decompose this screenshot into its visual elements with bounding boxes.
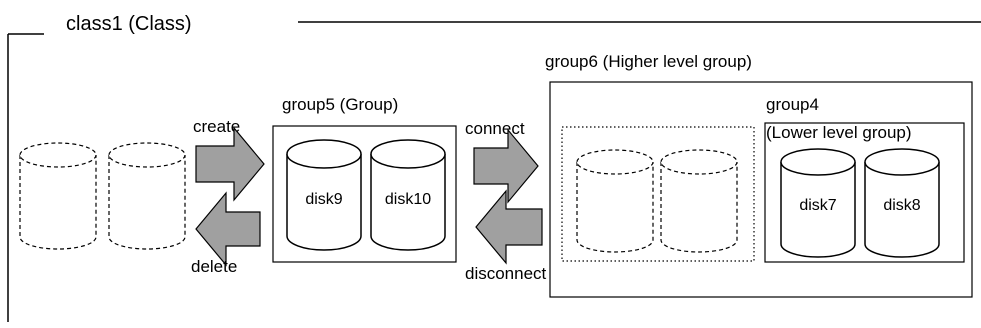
- disconnect-label: disconnect: [465, 264, 547, 283]
- connect-arrow-icon: [473, 128, 539, 204]
- empty-disk-connected-1: [576, 149, 654, 253]
- disk7-label: disk7: [799, 197, 836, 214]
- disconnect-arrow-icon: [475, 189, 543, 265]
- create-arrow-icon: [195, 126, 265, 202]
- empty-disk-connected-2: [660, 149, 738, 253]
- disk10-label: disk10: [385, 191, 431, 208]
- group5-label: group5 (Group): [282, 95, 398, 114]
- create-label: create: [193, 117, 240, 136]
- empty-disk-left-2: [108, 142, 186, 250]
- delete-arrow-icon: [195, 191, 261, 267]
- connected-group-outline: [561, 126, 755, 262]
- group5-box: [272, 125, 457, 263]
- higher-group-label: group6 (Higher level group): [545, 52, 752, 71]
- delete-label: delete: [191, 257, 237, 276]
- disk7-cylinder: [780, 148, 856, 258]
- lower-group-desc: (Lower level group): [766, 123, 912, 142]
- lower-group-name: group4: [766, 95, 819, 114]
- higher-group-box: [549, 81, 973, 298]
- disk10-cylinder: [370, 139, 446, 251]
- lower-group-box: [764, 122, 965, 263]
- class-label: class1 (Class): [66, 13, 192, 35]
- disk8-cylinder: [864, 148, 940, 258]
- disk8-label: disk8: [883, 197, 920, 214]
- disk9-cylinder: [286, 139, 362, 251]
- connect-label: connect: [465, 119, 525, 138]
- disk9-label: disk9: [305, 191, 342, 208]
- empty-disk-left-1: [19, 142, 97, 250]
- class-frame: [7, 21, 981, 322]
